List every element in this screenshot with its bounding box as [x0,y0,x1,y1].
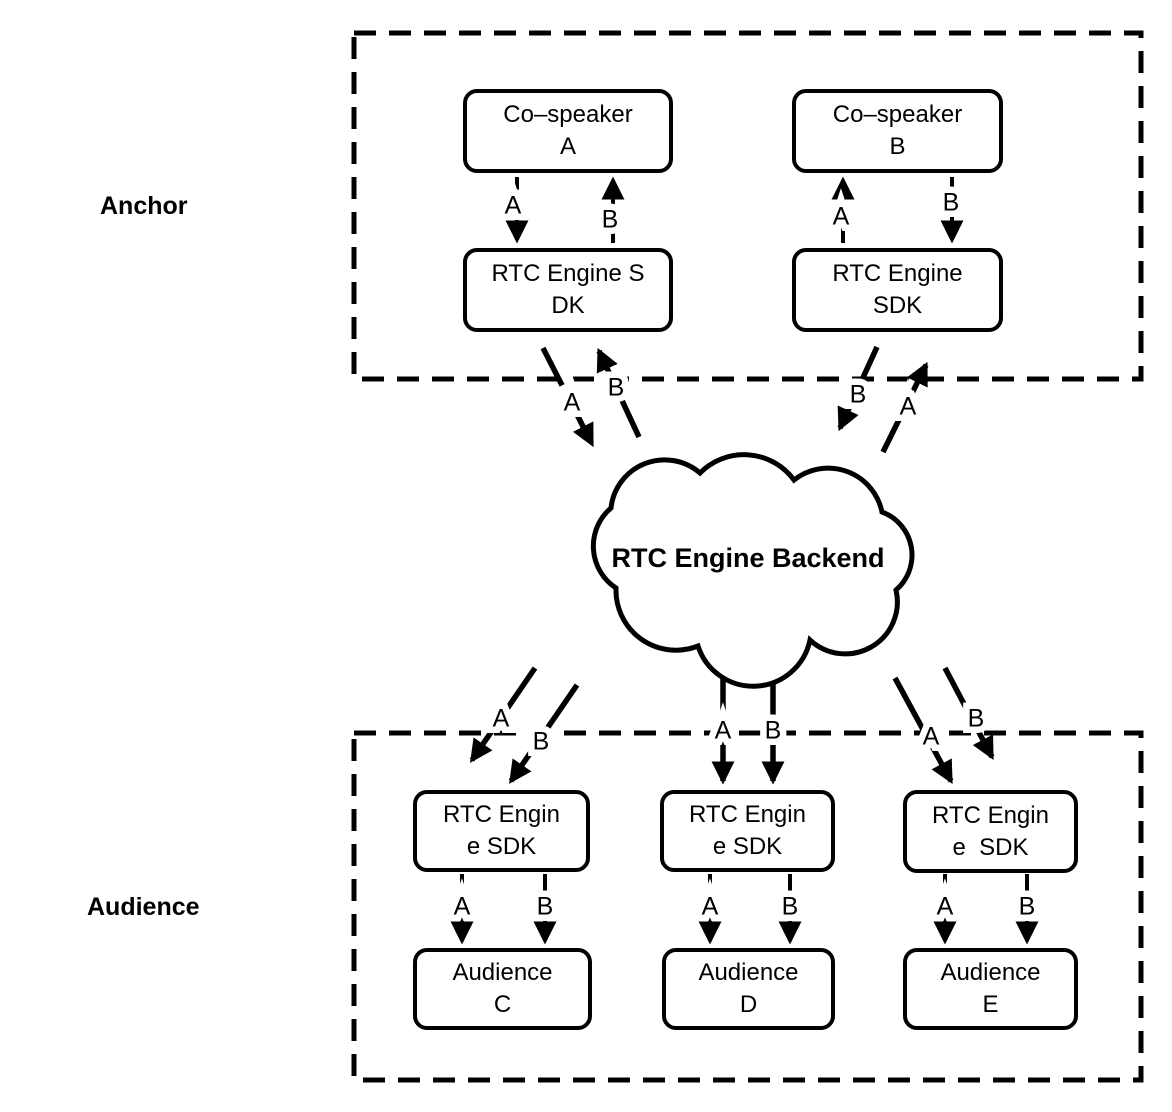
arrow-cloud-to-sdkE-a [892,676,954,785]
stream-label-b: B [968,705,985,733]
node-label: SDK [872,292,923,319]
node-rtc-sdk-audience-e: RTC Engin e SDK [903,790,1078,873]
node-label: B [889,133,906,160]
stream-label-a: A [715,717,732,745]
node-label: E [982,991,999,1018]
stream-label-b: B [850,381,867,409]
arrow-sdkB-to-cloud [837,345,880,432]
node-label: e SDK [952,833,1029,861]
arrow-cloud-to-sdkA [596,347,642,439]
node-cospeaker-b: Co–speaker B [792,89,1003,173]
node-rtc-sdk-audience-c: RTC Engin e SDK [413,790,590,872]
node-label: RTC Engine [832,260,963,288]
node-label: RTC Engine S [491,260,645,288]
stream-label-a: A [564,389,581,417]
node-label: A [559,133,576,160]
node-label: e SDK [466,833,537,860]
stream-label-b: B [782,893,799,921]
cloud-label: RTC Engine Backend [611,543,884,573]
node-audience-c: Audience C [413,948,592,1030]
node-label: RTC Engin [932,801,1049,829]
node-label: e SDK [712,833,783,860]
anchor-region-label: Anchor [100,192,188,220]
node-cospeaker-a: Co–speaker A [463,89,673,173]
stream-label-b: B [1019,893,1036,921]
stream-label-b: B [533,728,550,756]
stream-label-b: B [602,206,619,234]
node-audience-d: Audience D [662,948,835,1030]
stream-label-a: A [454,893,471,921]
node-rtc-sdk-anchor-b: RTC Engine SDK [792,248,1003,332]
arrow-cloud-to-sdkC-b [508,683,580,784]
arrow-cloud-to-sdkC-a [469,666,538,763]
node-label: D [739,991,758,1018]
node-label: RTC Engin [689,801,806,829]
stream-label-a: A [505,192,522,220]
stream-label-b: B [943,189,960,217]
stream-label-a: A [702,893,719,921]
audience-region-border [351,730,1144,1083]
stream-label-a: A [900,393,917,421]
node-rtc-sdk-anchor-a: RTC Engine S DK [463,248,673,332]
stream-label-b: B [537,893,554,921]
audience-region-label: Audience [87,893,200,921]
node-rtc-sdk-audience-d: RTC Engin e SDK [660,790,835,872]
node-label: DK [551,292,585,319]
stream-label-a: A [493,705,510,733]
stream-label-a: A [923,723,940,751]
stream-label-b: B [765,717,782,745]
node-audience-e: Audience E [903,948,1078,1030]
node-label: Co–speaker [503,101,633,129]
stream-label-a: A [937,893,954,921]
arrow-sdkA-to-cloud [540,346,595,448]
cloud-shape [590,452,915,689]
stream-label-b: B [608,374,625,402]
node-label: C [493,991,512,1018]
node-label: Audience [698,959,799,987]
stream-label-a: A [833,203,850,231]
arrow-cloud-to-sdkB [880,361,929,454]
arrow-cloud-to-sdkE-b [942,666,995,761]
anchor-region-border [351,30,1144,382]
node-label: Audience [940,959,1041,987]
node-label: RTC Engin [443,801,560,829]
node-label: Audience [452,959,553,987]
node-label: Co–speaker [832,101,963,129]
